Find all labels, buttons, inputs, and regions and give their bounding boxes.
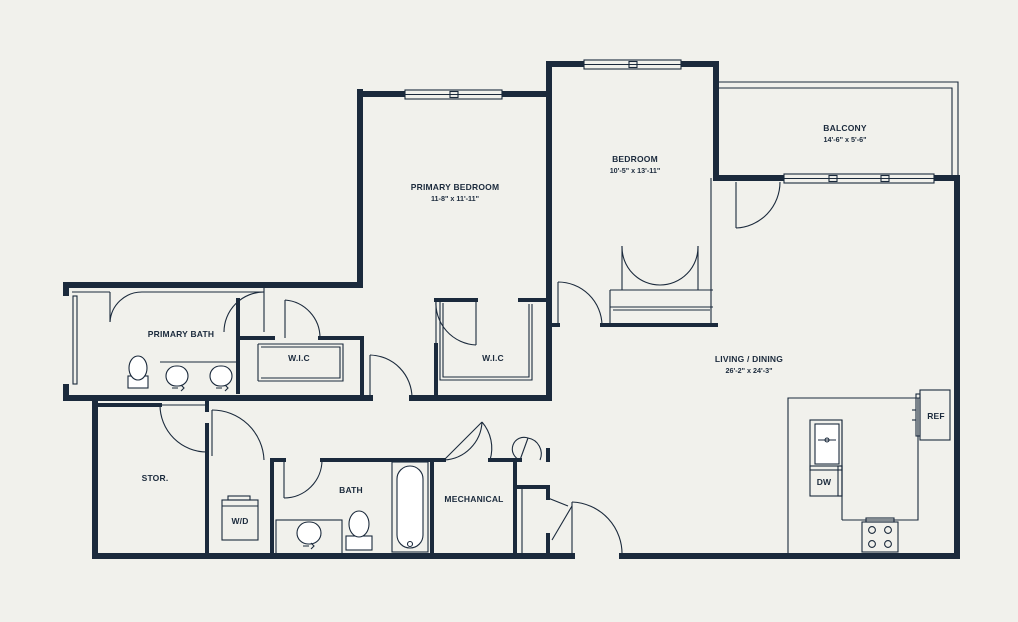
- kitchen: [787, 389, 951, 556]
- windows: [62, 59, 935, 385]
- interior-walls: [72, 91, 718, 558]
- living-dining-dims: 26'-2" x 24'-3": [726, 366, 773, 375]
- washer-dryer-label: W/D: [231, 516, 248, 526]
- bath-name: BATH: [339, 485, 363, 495]
- primary-bath-vanity: [160, 361, 238, 392]
- balcony-dims: 14'-6" x 5'-6": [824, 135, 867, 144]
- door-swings: [109, 181, 781, 557]
- storage-name: STOR.: [142, 473, 169, 483]
- living-dining-name: LIVING / DINING: [715, 354, 783, 364]
- wic-right-name: W.I.C: [482, 353, 504, 363]
- room-labels: BALCONY 14'-6" x 5'-6" BEDROOM 10'-5" x …: [142, 123, 945, 526]
- mechanical-name: MECHANICAL: [444, 494, 503, 504]
- primary-bath-name: PRIMARY BATH: [148, 329, 214, 339]
- bedroom-name: BEDROOM: [612, 154, 658, 164]
- refrigerator-label: REF: [927, 411, 945, 421]
- bath-fixtures: [275, 461, 429, 555]
- balcony-outline: [717, 81, 959, 176]
- balcony-name: BALCONY: [823, 123, 867, 133]
- dishwasher-label: DW: [817, 477, 832, 487]
- washer-dryer: [221, 495, 259, 541]
- primary-bath-toilet: [127, 355, 149, 389]
- primary-bedroom-name: PRIMARY BEDROOM: [411, 182, 499, 192]
- bedroom-dims: 10'-5" x 13'-11": [610, 166, 661, 175]
- wic-left-name: W.I.C: [288, 353, 310, 363]
- primary-bedroom-dims: 11-8" x 11'-11": [431, 194, 479, 203]
